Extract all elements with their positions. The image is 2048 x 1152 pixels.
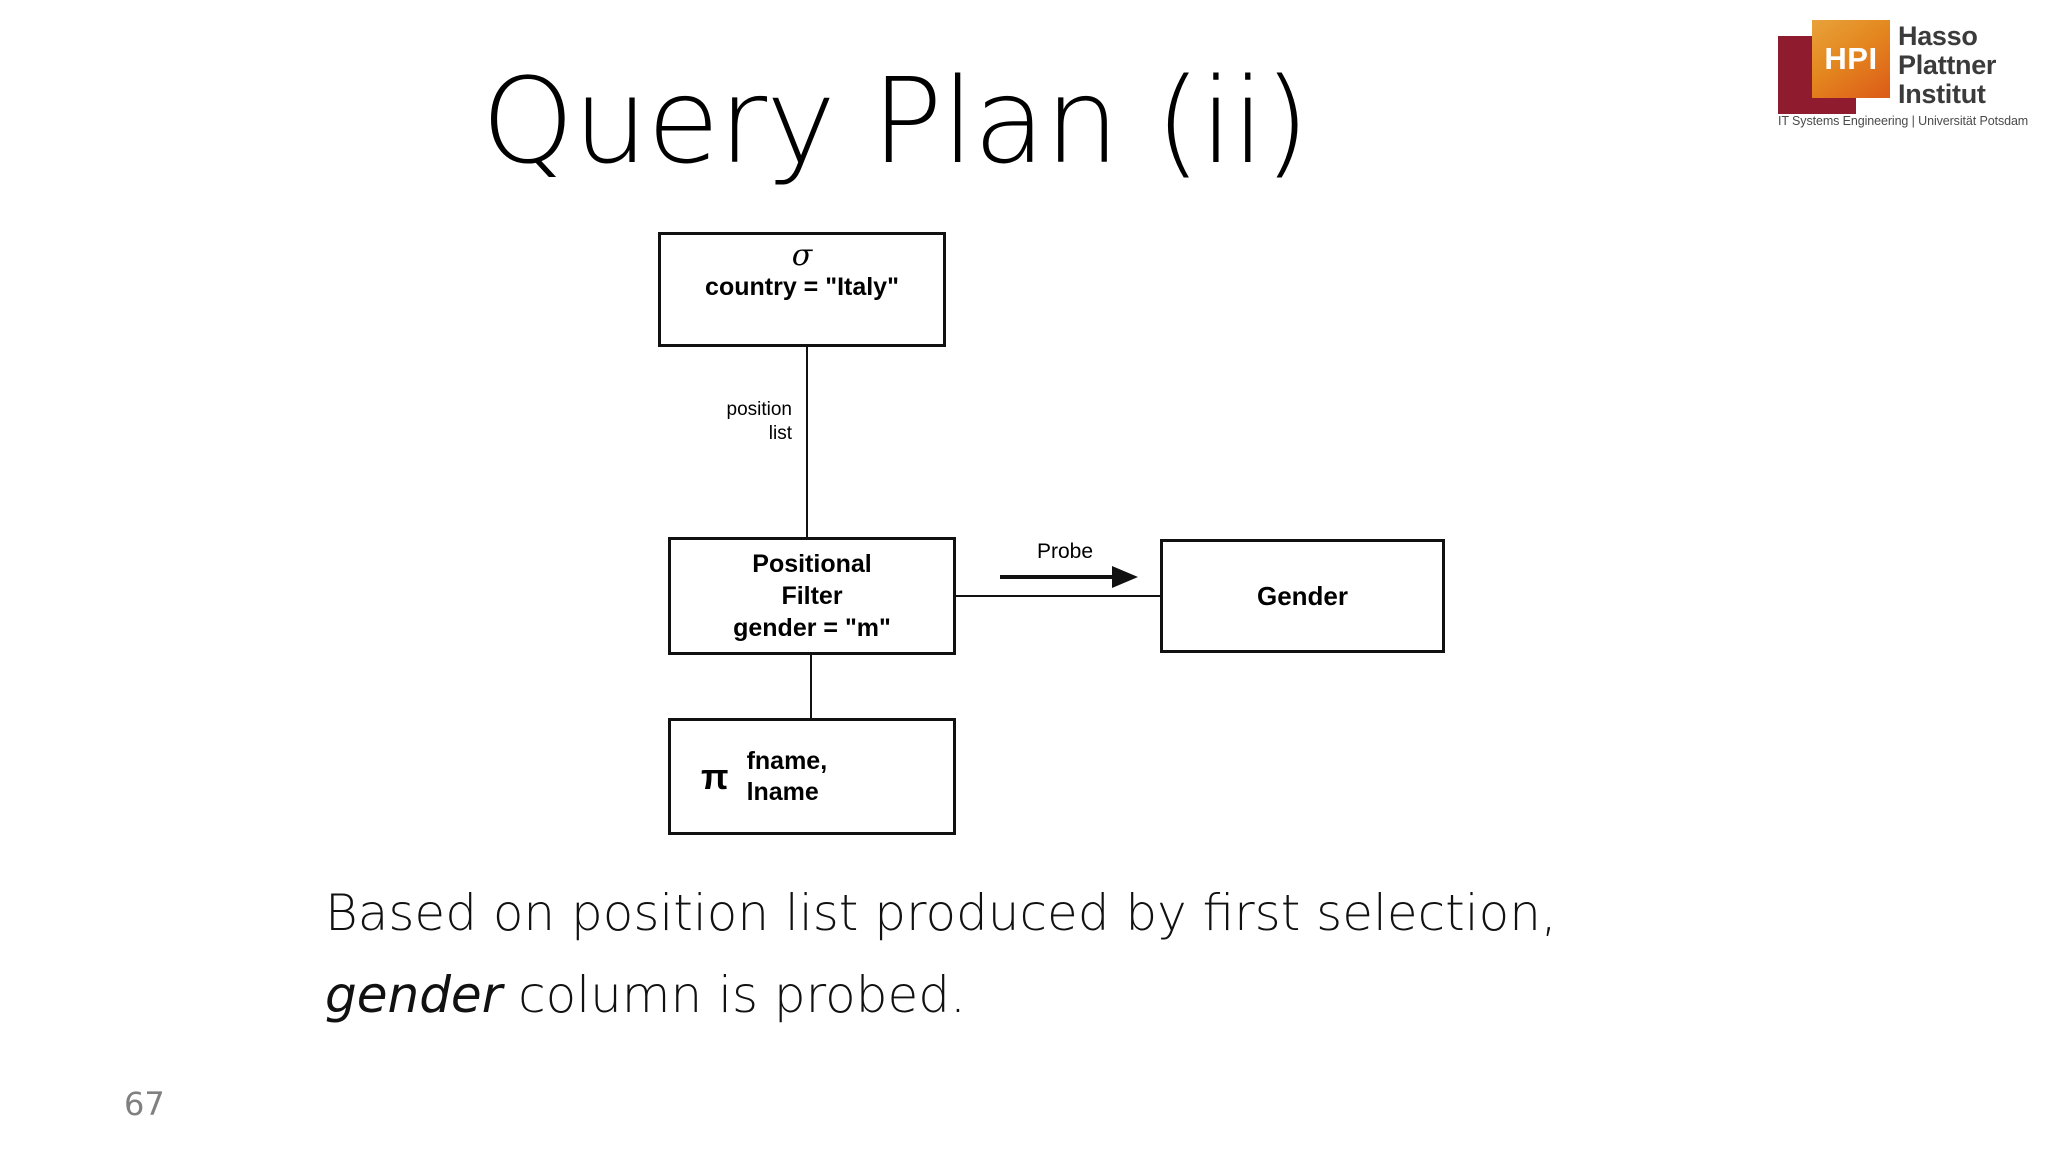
hpi-tagline: IT Systems Engineering | Universität Pot… xyxy=(1778,114,2029,128)
projection-attr-line-1: fname, xyxy=(746,746,828,775)
probe-arrow-head-icon xyxy=(1112,566,1138,588)
pi-operator-symbol: π xyxy=(701,755,729,797)
edge-filter-to-gender xyxy=(955,595,1161,597)
positional-filter-line-3: gender = "m" xyxy=(733,614,891,642)
projection-attr-line-2: lname xyxy=(746,777,819,806)
hpi-logo-mark: HPI xyxy=(1776,18,1894,118)
edge-label-position-list-line-2: list xyxy=(768,423,792,444)
hpi-wordmark-line-2: Plattner xyxy=(1898,50,1997,80)
caption-line-1: Based on position list produced by first… xyxy=(325,884,1557,942)
page-title: Query Plan (ii) xyxy=(481,52,1309,190)
caption-line-2: gender column is probed. xyxy=(325,954,1745,1036)
hpi-orange-square-icon xyxy=(1812,20,1890,98)
selection-predicate-label: country = "Italy" xyxy=(705,273,899,301)
diagram-node-gender: Gender xyxy=(1160,539,1445,653)
edge-filter-to-projection xyxy=(810,655,812,718)
diagram-node-projection: π fname, lname xyxy=(668,718,956,835)
hpi-logo: HPI Hasso Plattner Institut IT Systems E… xyxy=(1776,18,2029,130)
edge-label-position-list: position list xyxy=(620,398,793,446)
gender-node-label: Gender xyxy=(1256,580,1349,611)
positional-filter-line-1: Positional xyxy=(752,550,872,578)
diagram-node-positional-filter: Positional Filter gender = "m" xyxy=(668,537,956,655)
hpi-mark-label: HPI xyxy=(1824,41,1878,76)
edge-selection-to-filter xyxy=(806,347,808,538)
hpi-wordmark: Hasso Plattner Institut xyxy=(1898,22,1996,109)
slide-caption: Based on position list produced by first… xyxy=(325,872,1745,1036)
sigma-operator-symbol: σ xyxy=(791,238,813,273)
edge-label-position-list-line-1: position xyxy=(726,399,793,420)
hpi-wordmark-line-1: Hasso xyxy=(1898,21,1978,51)
probe-arrow-icon xyxy=(1000,575,1120,579)
caption-emphasis-gender: gender xyxy=(325,966,503,1024)
positional-filter-line-2: Filter xyxy=(781,582,843,610)
projection-attribute-list: fname, lname xyxy=(747,746,828,808)
page-number: 67 xyxy=(124,1085,165,1123)
caption-line-2-rest: column is probed. xyxy=(502,966,966,1024)
hpi-wordmark-line-3: Institut xyxy=(1898,79,1986,109)
diagram-node-selection: σ country = "Italy" xyxy=(658,232,946,347)
edge-label-probe: Probe xyxy=(1036,540,1094,563)
